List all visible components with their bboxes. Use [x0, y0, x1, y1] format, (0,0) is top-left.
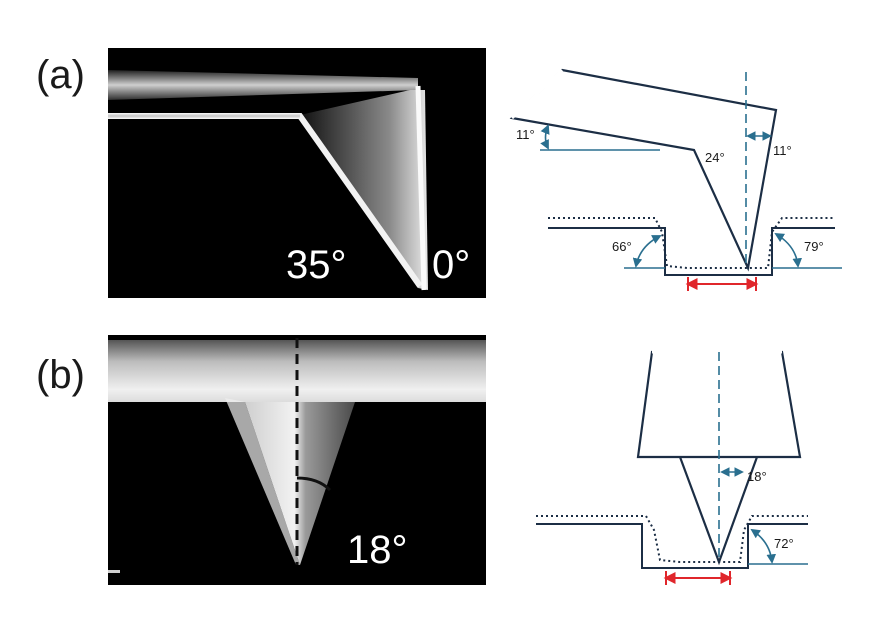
angle-b-tip-half: 18°: [747, 469, 767, 484]
panel-a-label: (a): [36, 53, 85, 97]
image-b-angle: 18°: [347, 528, 408, 572]
angle-b-wall: 72°: [774, 536, 794, 551]
angle-a-right-tilt: 11°: [773, 143, 792, 158]
micrograph-b: 18°: [108, 335, 486, 585]
trench-a: [548, 227, 835, 276]
coating-a: [548, 217, 835, 269]
angle-a-right-wall: 79°: [804, 239, 824, 254]
angle-a-left-tilt: 11°: [516, 127, 535, 142]
coating-b: [536, 515, 808, 563]
micrograph-a: 35° 0°: [108, 48, 486, 298]
angle-a-left-wall: 66°: [612, 239, 632, 254]
diagram-a: 11° 24° 11° 66° 79°: [509, 68, 842, 291]
angle-a-tip-half: 24°: [705, 150, 725, 165]
panel-b-label: (b): [36, 353, 85, 397]
probe-b-tip: [678, 456, 759, 566]
image-a-angle-35: 35°: [286, 243, 347, 287]
diagram-b: 18° 72°: [536, 350, 808, 585]
trench-b: [536, 523, 808, 569]
probe-a: [509, 68, 778, 272]
image-a-angle-0: 0°: [432, 243, 470, 287]
